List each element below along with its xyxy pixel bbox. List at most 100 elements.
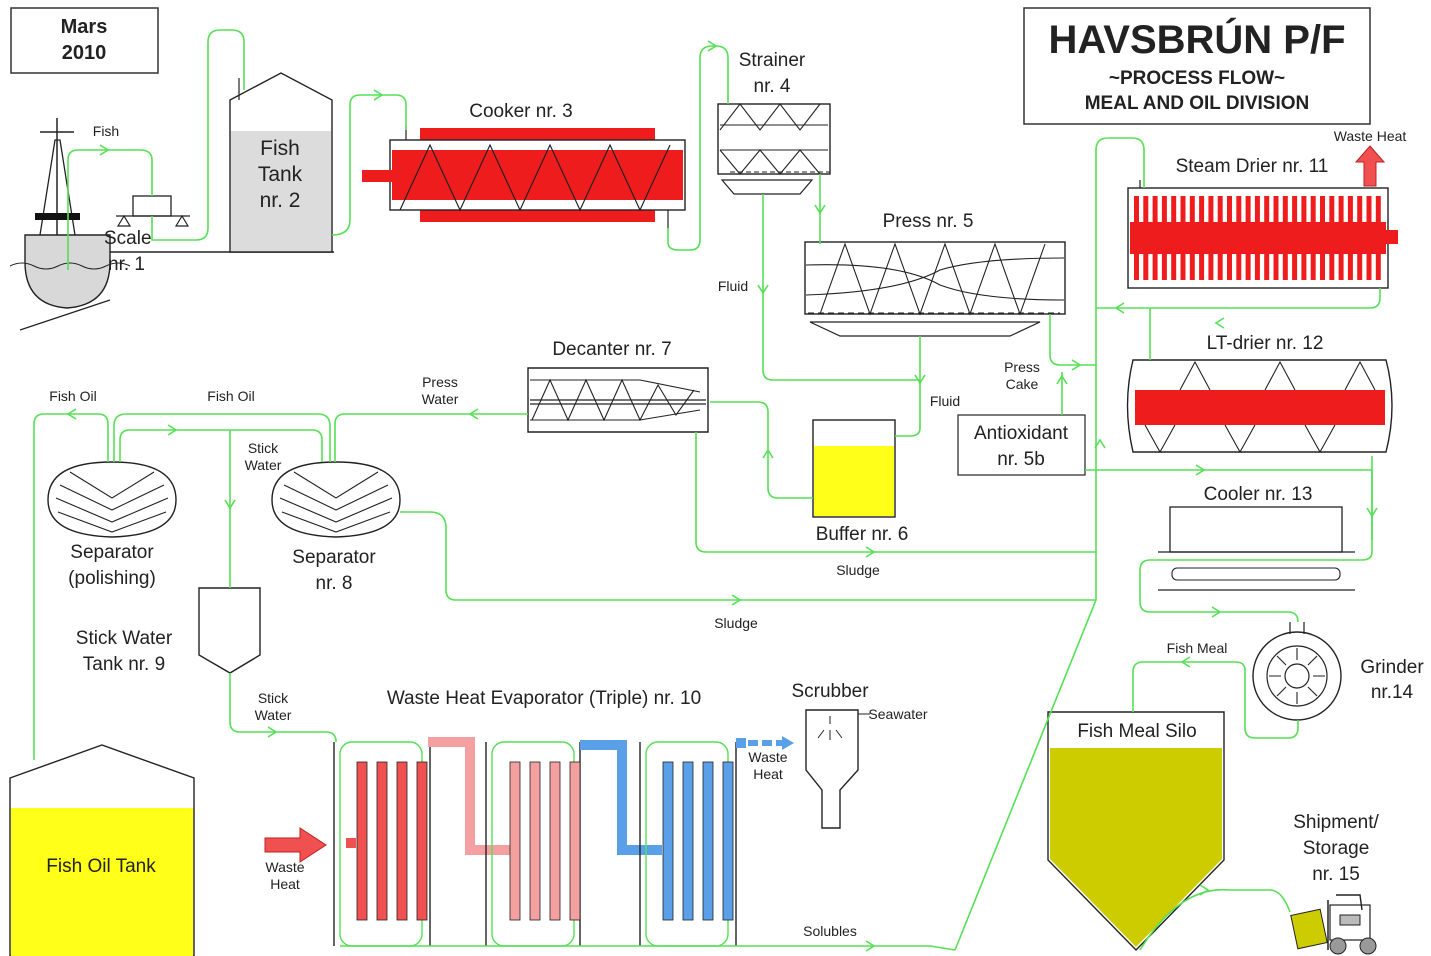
- grinder: [1252, 622, 1342, 721]
- drier-fin: [1292, 196, 1298, 222]
- drier-fin: [1199, 196, 1205, 222]
- drier-fin: [1143, 196, 1149, 222]
- drier-fin: [1180, 196, 1186, 222]
- fish-tank-label-1: Fish: [260, 137, 300, 160]
- flow-arrows: [66, 40, 1378, 952]
- grinder-label-1: Grinder: [1360, 657, 1424, 678]
- flow-waste-heat-in-label-1: Waste: [265, 859, 304, 875]
- flow-waste-heat-out-label-1: Waste: [748, 749, 787, 765]
- fish-oil-tank: [9, 744, 195, 956]
- drier-fin: [1310, 196, 1316, 222]
- flow-waste-heat-in-label-2: Heat: [270, 876, 300, 892]
- drier-fin: [1217, 196, 1223, 222]
- drier-fin: [1310, 254, 1316, 280]
- drier-fin: [1282, 254, 1288, 280]
- fish-tank-label-2: Tank: [258, 163, 303, 186]
- drier-fin: [1273, 254, 1279, 280]
- flow-press-cake-label-2: Cake: [1006, 376, 1039, 392]
- flow-fluid-label-1: Fluid: [718, 278, 748, 294]
- cooker-label: Cooker nr. 3: [469, 101, 573, 122]
- drier-fin: [1357, 254, 1363, 280]
- drier-fin: [1338, 196, 1344, 222]
- shipment-label-2: Storage: [1303, 838, 1370, 859]
- cooker: [362, 126, 686, 228]
- drier-fin: [1375, 254, 1381, 280]
- flow-stick-water-b-label-1: Stick: [258, 690, 289, 706]
- drier-fin: [1338, 254, 1344, 280]
- separator-polishing-label-1: Separator: [70, 542, 154, 563]
- shipment-label-1: Shipment/: [1293, 812, 1379, 833]
- flow-solubles-label: Solubles: [803, 923, 857, 939]
- drier-fin: [1347, 196, 1353, 222]
- drier-fin: [1236, 254, 1242, 280]
- scale-label: Scale: [104, 228, 152, 249]
- separator-polishing: [47, 461, 177, 538]
- drier-fin: [1375, 196, 1381, 222]
- drier-fin: [1366, 196, 1372, 222]
- strainer: [717, 103, 831, 195]
- title-box: HAVSBRÚN P/F ~PROCESS FLOW~ MEAL AND OIL…: [1023, 7, 1371, 125]
- lt-drier-label: LT-drier nr. 12: [1207, 333, 1324, 354]
- grinder-label-2: nr.14: [1371, 682, 1414, 703]
- press: [804, 241, 1066, 337]
- flow-stick-water-a-label-1: Stick: [248, 440, 279, 456]
- drier-fin: [1245, 196, 1251, 222]
- drier-fin: [1152, 254, 1158, 280]
- scrubber-label: Scrubber: [791, 681, 869, 702]
- scale-number: nr. 1: [108, 254, 145, 275]
- drier-fin: [1329, 254, 1335, 280]
- drier-fin: [1301, 254, 1307, 280]
- flow-press-water-label-1: Press: [422, 374, 458, 390]
- drier-fin: [1208, 196, 1214, 222]
- steam-drier-label: Steam Drier nr. 11: [1176, 156, 1329, 177]
- decanter-label: Decanter nr. 7: [552, 339, 671, 360]
- drier-fin: [1189, 196, 1195, 222]
- drier-fin: [1134, 254, 1139, 280]
- separator-label-2: nr. 8: [316, 573, 353, 594]
- evaporator-label: Waste Heat Evaporator (Triple) nr. 10: [387, 688, 701, 709]
- flow-waste-heat-out-label-2: Heat: [753, 766, 783, 782]
- separator-polishing-label-2: (polishing): [68, 568, 156, 589]
- drier-fin: [1254, 196, 1260, 222]
- flow-seawater-label: Seawater: [868, 706, 927, 722]
- flow-fish-oil-label-2: Fish Oil: [207, 388, 254, 404]
- antioxidant-label-1: Antioxidant: [974, 423, 1069, 444]
- flow-fish-meal-label: Fish Meal: [1167, 640, 1228, 656]
- drier-fin: [1199, 254, 1205, 280]
- buffer-label: Buffer nr. 6: [816, 524, 909, 545]
- decanter: [527, 367, 709, 433]
- strainer-label-2: nr. 4: [754, 76, 791, 97]
- drier-fin: [1189, 254, 1195, 280]
- drier-fin: [1292, 254, 1298, 280]
- drier-fin: [1254, 254, 1260, 280]
- drier-fin: [1227, 254, 1232, 280]
- drier-fin: [1161, 196, 1167, 222]
- flow-press-water-label-2: Water: [422, 391, 459, 407]
- scrubber: [805, 709, 870, 829]
- date-month: Mars: [61, 16, 108, 38]
- drier-fin: [1320, 196, 1325, 222]
- drier-fin: [1208, 254, 1214, 280]
- drier-fin: [1180, 254, 1186, 280]
- drier-fin: [1329, 196, 1335, 222]
- stick-water-tank: [198, 587, 261, 674]
- process-flow-subtitle: ~PROCESS FLOW~: [1109, 68, 1285, 89]
- drier-fin: [1245, 254, 1251, 280]
- flow-stick-water-a-label-2: Water: [245, 457, 282, 473]
- flow-fish-oil-label-1: Fish Oil: [49, 388, 96, 404]
- forklift-icon: [1290, 894, 1377, 955]
- drier-fin: [1143, 254, 1149, 280]
- drier-fin: [1320, 254, 1325, 280]
- lt-drier: [1126, 359, 1393, 454]
- cooler: [1158, 506, 1355, 591]
- company-title: HAVSBRÚN P/F: [1048, 16, 1345, 62]
- drier-fin: [1134, 196, 1139, 222]
- division-subtitle: MEAL AND OIL DIVISION: [1085, 93, 1310, 114]
- fish-meal-silo: [1047, 711, 1225, 952]
- steam-drier: [1127, 180, 1398, 289]
- date-box: Mars 2010: [10, 7, 159, 74]
- drier-fin: [1264, 196, 1270, 222]
- stick-water-tank-label-1: Stick Water: [76, 628, 173, 649]
- drier-fin: [1161, 254, 1167, 280]
- drier-fin: [1152, 196, 1158, 222]
